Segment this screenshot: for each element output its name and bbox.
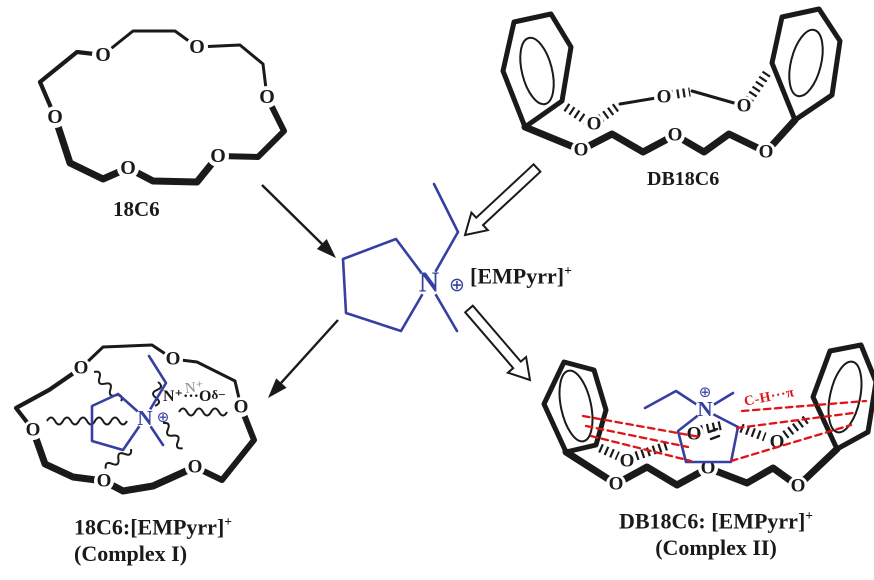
oxygen-atom-label: O bbox=[737, 96, 752, 117]
label-complex2-line2: (Complex II) bbox=[655, 535, 777, 561]
structure-empyrr-cation: N ⊕ bbox=[341, 182, 465, 333]
oxygen-atom-label: O bbox=[26, 420, 41, 441]
label-complex1-line2: (Complex I) bbox=[74, 541, 188, 567]
oplus-charge-symbol: ⊕ bbox=[699, 383, 712, 401]
label-complex1-charge: + bbox=[224, 514, 233, 529]
reaction-arrows bbox=[261, 162, 542, 398]
hashed-wedge-bonds bbox=[563, 67, 773, 125]
structure-complex1: O O O O O O N ⊕ bbox=[13, 343, 257, 495]
oxygen-atom-label: O bbox=[188, 457, 203, 478]
arrow-empyrr-to-complex1 bbox=[268, 319, 339, 398]
oxygen-atom-label: O bbox=[609, 474, 624, 495]
label-complex2-base: DB18C6: [EMPyrr] bbox=[618, 508, 806, 534]
crown-oxygen-atoms: O O O O O O bbox=[44, 36, 278, 179]
ion-dipole-annotation-ghost: N⁺ bbox=[184, 379, 205, 397]
oxygen-atom-label: O bbox=[657, 87, 672, 108]
structure-complex2: O O O O O O N ⊕ bbox=[541, 342, 874, 497]
oxygen-atom-label: O bbox=[259, 86, 275, 108]
oxygen-atom-label: O bbox=[791, 476, 806, 497]
macrocycle-oxygen-atoms: O O O O O O bbox=[606, 424, 808, 497]
oxygen-atom-label: O bbox=[120, 157, 136, 179]
oxygen-atom-label: O bbox=[574, 140, 589, 161]
oxygen-atom-label: O bbox=[668, 125, 683, 146]
label-complex2-charge: + bbox=[805, 508, 814, 523]
label-empyrr-base: [EMPyrr] bbox=[470, 263, 565, 289]
ch-pi-interaction-dashes bbox=[581, 399, 868, 463]
oxygen-atom-label: O bbox=[97, 471, 112, 492]
arrow-18c6-to-empyrr bbox=[261, 184, 336, 258]
crown-ring-bonds bbox=[37, 29, 287, 186]
nitrogen-atom-label: N bbox=[137, 406, 152, 430]
oxygen-atom-label: O bbox=[687, 424, 702, 445]
ethyl-group-bond bbox=[427, 182, 460, 285]
benzene-rings bbox=[541, 342, 874, 455]
ion-dipole-annotation-delta: δ− bbox=[211, 387, 226, 402]
oxygen-atom-label: O bbox=[166, 349, 181, 370]
label-empyrr-charge: + bbox=[564, 263, 572, 278]
label-complex1: 18C6:[EMPyrr]+ (Complex I) bbox=[74, 508, 232, 567]
oxygen-atom-label: O bbox=[47, 106, 63, 128]
arrow-db18c6-to-empyrr bbox=[463, 162, 542, 237]
oxygen-atom-label: O bbox=[701, 458, 716, 479]
oxygen-atom-label: O bbox=[759, 142, 774, 163]
oxygen-atom-label: O bbox=[74, 358, 89, 379]
label-complex2-name: DB18C6: [EMPyrr]+ bbox=[592, 502, 840, 534]
pyrrolidinium-ring bbox=[341, 237, 431, 333]
oxygen-atom-label: O bbox=[587, 114, 602, 135]
label-db18c6: DB18C6 bbox=[647, 168, 720, 190]
label-complex1-name: 18C6:[EMPyrr]+ bbox=[74, 508, 232, 540]
structure-18c6: O O O O O O bbox=[37, 29, 287, 186]
benzene-rings bbox=[500, 6, 843, 130]
oxygen-atom-label: O bbox=[234, 397, 249, 418]
oxygen-atom-label: O bbox=[210, 145, 226, 167]
oplus-charge-symbol: ⊕ bbox=[449, 274, 465, 296]
oxygen-atom-label: O bbox=[620, 451, 635, 472]
nitrogen-atom-label: N bbox=[697, 397, 712, 421]
oxygen-atom-label: O bbox=[95, 44, 111, 66]
ion-dipole-annotation: N⁺N⁺···Oδ− bbox=[163, 379, 226, 406]
label-18c6: 18C6 bbox=[113, 197, 160, 221]
macrocycle-oxygen-atoms: O O O O O O bbox=[571, 87, 776, 163]
oxygen-atom-label: O bbox=[189, 36, 205, 58]
bound-pyrrolidinium: N ⊕ bbox=[643, 383, 740, 464]
crown-ring-bonds bbox=[13, 343, 257, 495]
crown-oxygen-atoms: O O O O O O bbox=[23, 349, 251, 492]
nitrogen-atom-label: N bbox=[419, 268, 439, 299]
oplus-charge-symbol: ⊕ bbox=[157, 408, 170, 426]
bound-pyrrolidinium: N ⊕ bbox=[90, 354, 170, 452]
arrow-empyrr-to-complex2 bbox=[463, 304, 532, 382]
label-complex2: DB18C6: [EMPyrr]+ (Complex II) bbox=[592, 502, 840, 561]
hashed-wedge-bonds bbox=[598, 414, 811, 461]
label-complex1-base: 18C6:[EMPyrr] bbox=[74, 514, 225, 540]
oxygen-atom-label: O bbox=[770, 432, 785, 453]
ion-dipole-annotation-main: N⁺···O bbox=[163, 388, 212, 405]
structure-db18c6: O O O O O O bbox=[500, 6, 843, 163]
label-empyrr-cation: [EMPyrr]+ bbox=[470, 263, 572, 289]
